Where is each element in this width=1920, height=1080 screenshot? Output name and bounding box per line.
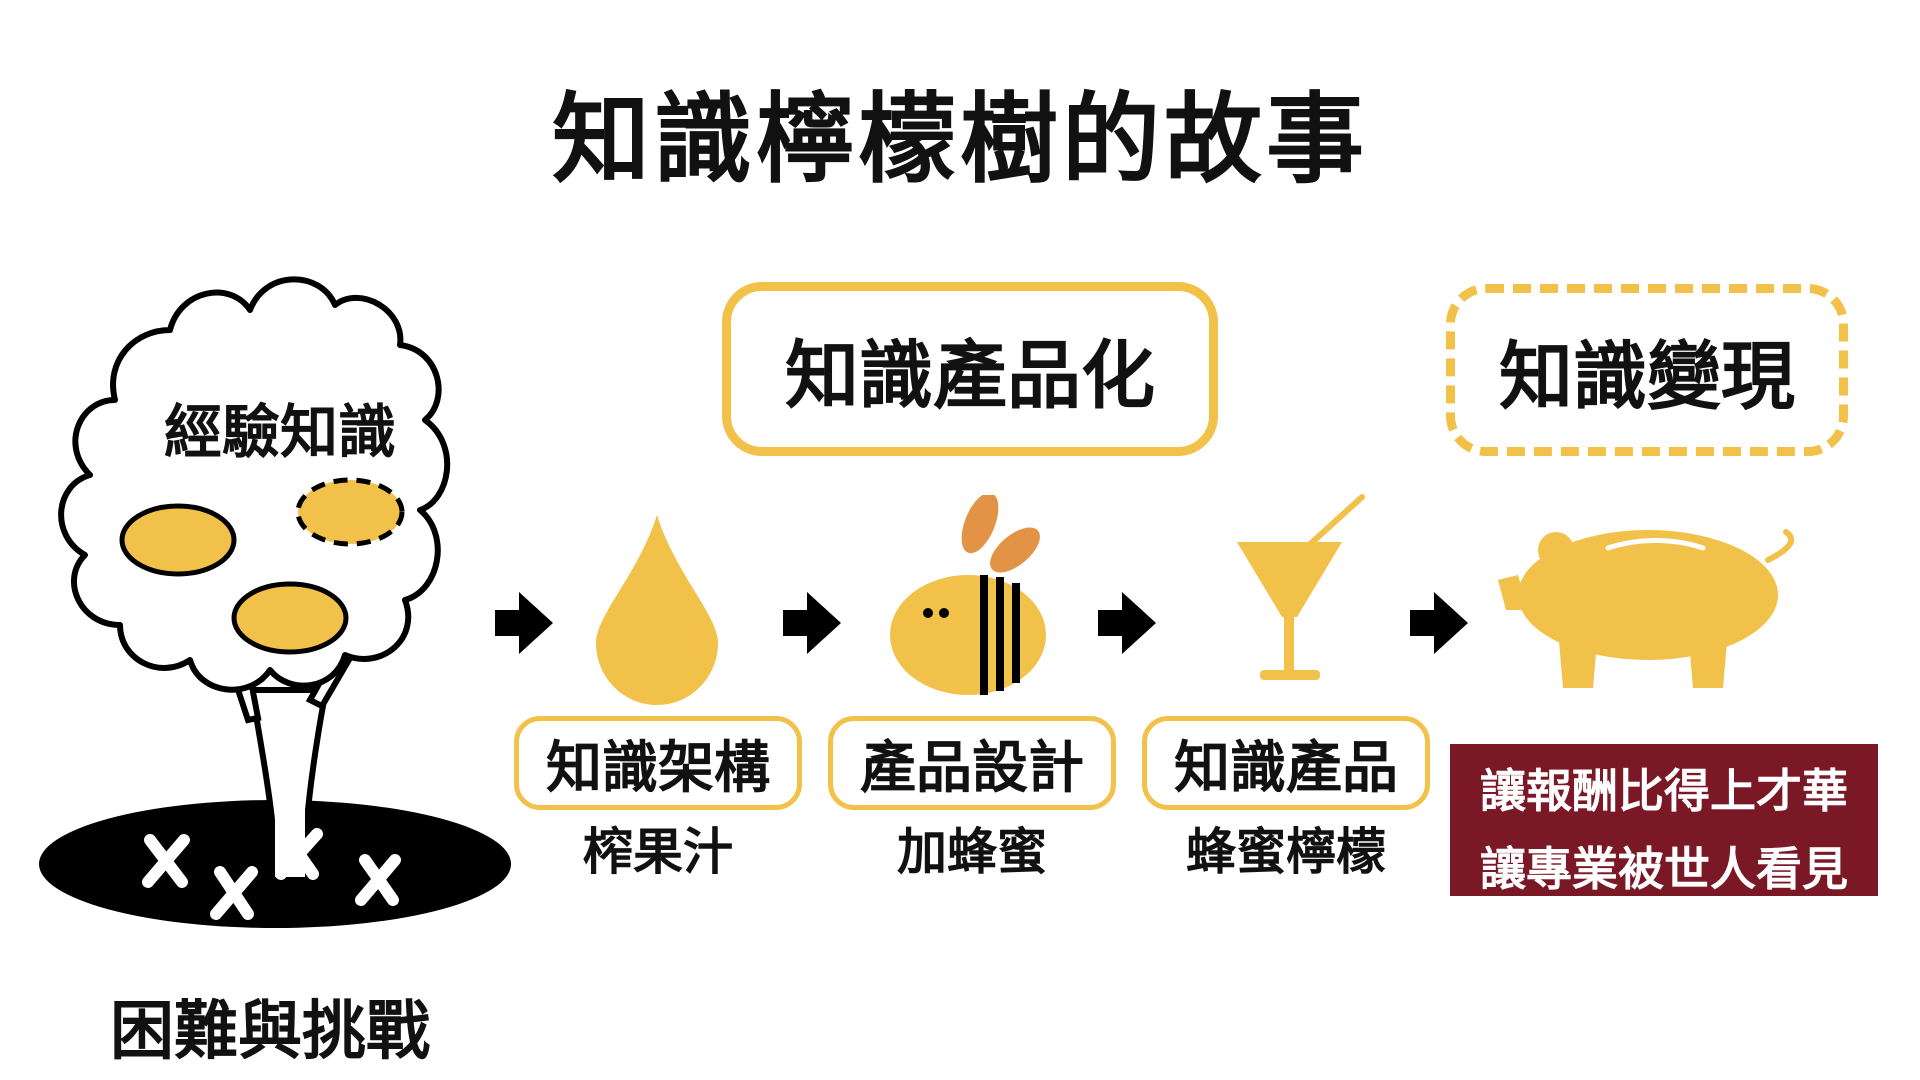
step-box-structure: 知識架構 <box>514 716 802 810</box>
lemon-icon <box>231 581 349 655</box>
step-label: 產品設計 <box>860 735 1084 801</box>
cross-marks <box>142 828 401 920</box>
monetize-box: 知識變現 <box>1446 284 1848 456</box>
arrow-right-icon <box>1098 592 1156 654</box>
arrow-right-icon <box>783 592 841 654</box>
step-label: 知識架構 <box>546 735 770 801</box>
step-sub-juice: 榨果汁 <box>583 823 733 881</box>
step-box-design: 產品設計 <box>828 716 1116 810</box>
ground-label: 困難與挑戰 <box>110 995 430 1069</box>
step-sub-honey-lemon: 蜂蜜檸檬 <box>1186 823 1386 881</box>
step-sub-honey: 加蜂蜜 <box>897 823 1047 881</box>
lemon-dashed-icon <box>295 477 405 547</box>
piggy-bank-icon <box>1498 529 1795 688</box>
tree-label: 經驗知識 <box>163 398 396 466</box>
arrow-right-icon <box>1410 592 1468 654</box>
lemon-tree-illustration <box>39 276 511 928</box>
reward-line: 讓專業被世人看見 <box>1480 842 1848 896</box>
reward-box: 讓報酬比得上才華 讓專業被世人看見 <box>1450 744 1878 896</box>
bee-icon <box>890 495 1046 695</box>
step-box-product: 知識產品 <box>1142 716 1430 810</box>
lemon-icon <box>119 503 237 577</box>
page-title: 知識檸檬樹的故事 <box>551 83 1368 197</box>
cocktail-glass-icon <box>1237 494 1365 680</box>
productize-label: 知識產品化 <box>785 332 1155 419</box>
productize-box: 知識產品化 <box>722 282 1218 456</box>
drop-icon <box>596 515 718 705</box>
tree-trunk <box>249 687 329 883</box>
tree-canopy <box>58 276 451 693</box>
step-label: 知識產品 <box>1174 735 1398 801</box>
monetize-label: 知識變現 <box>1499 333 1795 420</box>
reward-line: 讓報酬比得上才華 <box>1480 764 1848 818</box>
arrow-right-icon <box>495 592 553 654</box>
